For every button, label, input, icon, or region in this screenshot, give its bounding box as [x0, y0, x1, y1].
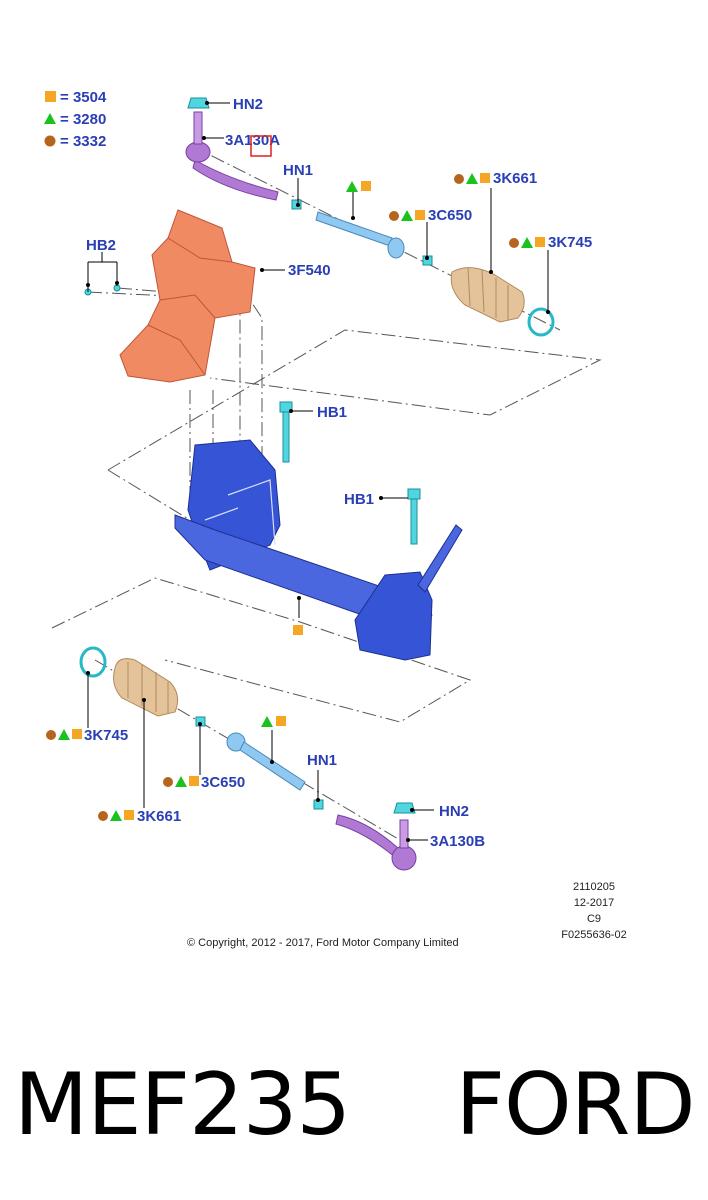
label-3a130b: 3A130B	[430, 833, 485, 850]
rack-outline-overlay	[204, 479, 276, 546]
meta-line-4: F0255636-02	[561, 929, 626, 941]
meta-line-1: 2110205	[573, 881, 615, 893]
leader-dots	[86, 101, 550, 842]
callout-labels: HN2 3A130A HN1 3K661 3C650 3K745 HB2 3F5…	[84, 96, 592, 850]
legend-item-3280: = 3280	[60, 111, 106, 128]
boot-top-ribs	[467, 267, 509, 320]
label-3k661-bottom: 3K661	[137, 808, 181, 825]
drawing-metadata: 2110205 12-2017 C9 F0255636-02	[561, 881, 626, 941]
part-caption: MEF235 FORD	[14, 1040, 704, 1170]
steering-rack	[174, 439, 463, 661]
brand-name: FORD	[455, 1055, 696, 1155]
clamp-3k745-bottom	[79, 646, 107, 678]
meta-line-2: 12-2017	[574, 897, 614, 909]
legend-item-3332: = 3332	[60, 133, 106, 150]
label-3k745-top: 3K745	[548, 234, 592, 251]
boot-bottom-ribs	[127, 662, 169, 714]
legend-triangle-symbol	[44, 113, 56, 124]
legend: = 3504 = 3280 = 3332	[44, 89, 107, 150]
symbols-3c650-top	[389, 210, 425, 221]
steering-rack-exploded-diagram: = 3504 = 3280 = 3332	[44, 89, 627, 949]
leader-lines	[87, 102, 549, 841]
label-hn2-top: HN2	[233, 96, 263, 113]
label-3c650-top: 3C650	[428, 207, 472, 224]
nut-hn2-bottom	[393, 802, 416, 814]
input-shaft	[417, 524, 463, 593]
heat-shield-fold	[147, 237, 233, 376]
assembly-frames	[51, 144, 602, 841]
label-3a130a: 3A130A	[225, 132, 280, 149]
copyright-notice: © Copyright, 2012 - 2017, Ford Motor Com…	[187, 937, 459, 949]
label-hn1-top: HN1	[283, 162, 313, 179]
legend-circle-symbol	[44, 135, 56, 147]
part-number: MEF235	[14, 1055, 351, 1155]
label-hb2: HB2	[86, 237, 116, 254]
tie-rod-end-top-stud	[193, 111, 203, 145]
inner-tie-rod-top-joint	[387, 237, 405, 259]
bolt-hb1-lower-shank	[410, 498, 418, 545]
tie-rod-end-top-arm	[192, 159, 279, 201]
legend-square-symbol	[45, 91, 56, 102]
legend-item-3504: = 3504	[60, 89, 107, 106]
bolt-hb1-upper-shank	[282, 411, 290, 463]
label-hb1-lower: HB1	[344, 491, 374, 508]
upper-frame	[107, 329, 602, 471]
symbols-3k745-top	[509, 237, 545, 248]
tie-rod-end-top	[185, 97, 279, 201]
boot-top	[450, 267, 555, 337]
bolt-hb1-lower-head	[407, 488, 421, 500]
tie-rod-end-bottom-stud	[399, 819, 409, 849]
inner-tie-rod-top	[291, 199, 433, 266]
boot-top-body	[450, 267, 525, 323]
symbols-hn1-top-spec	[346, 181, 371, 192]
label-hn1-bottom: HN1	[307, 752, 337, 769]
inner-tie-rod-bottom-shaft	[239, 741, 306, 791]
symbol-rack-3504	[293, 625, 303, 635]
inner-tie-rod-bottom	[195, 716, 324, 810]
tie-rod-end-bottom	[335, 802, 417, 871]
symbols-3k661-top	[454, 173, 490, 184]
tie-rod-end-top-ball	[185, 141, 211, 163]
symbols-inner-rod-bottom	[261, 716, 286, 727]
label-hn2-bottom: HN2	[439, 803, 469, 820]
boot-bottom	[79, 646, 179, 717]
label-3c650-bottom: 3C650	[201, 774, 245, 791]
middle-frame	[107, 469, 191, 521]
highlight-box-3a130a	[250, 135, 272, 157]
bolts-hb1	[84, 284, 421, 545]
boot-bottom-body	[113, 658, 179, 717]
symbols-3k661-bottom	[98, 810, 134, 821]
heat-shield	[119, 209, 256, 383]
clamp-3k745-top	[527, 307, 555, 337]
symbols-3k745-bottom	[46, 729, 82, 740]
label-3k661-top: 3K661	[493, 170, 537, 187]
steering-gear-valve	[354, 571, 433, 661]
label-hb1-upper: HB1	[317, 404, 347, 421]
spec-symbols	[46, 173, 545, 821]
inner-tie-rod-bottom-joint	[226, 732, 246, 752]
symbols-3c650-bottom	[163, 776, 199, 787]
tie-rod-end-bottom-ball	[391, 845, 417, 871]
label-3f540: 3F540	[288, 262, 331, 279]
nut-hn2-top	[187, 97, 210, 109]
label-3k745-bottom: 3K745	[84, 727, 128, 744]
meta-line-3: C9	[587, 913, 601, 925]
